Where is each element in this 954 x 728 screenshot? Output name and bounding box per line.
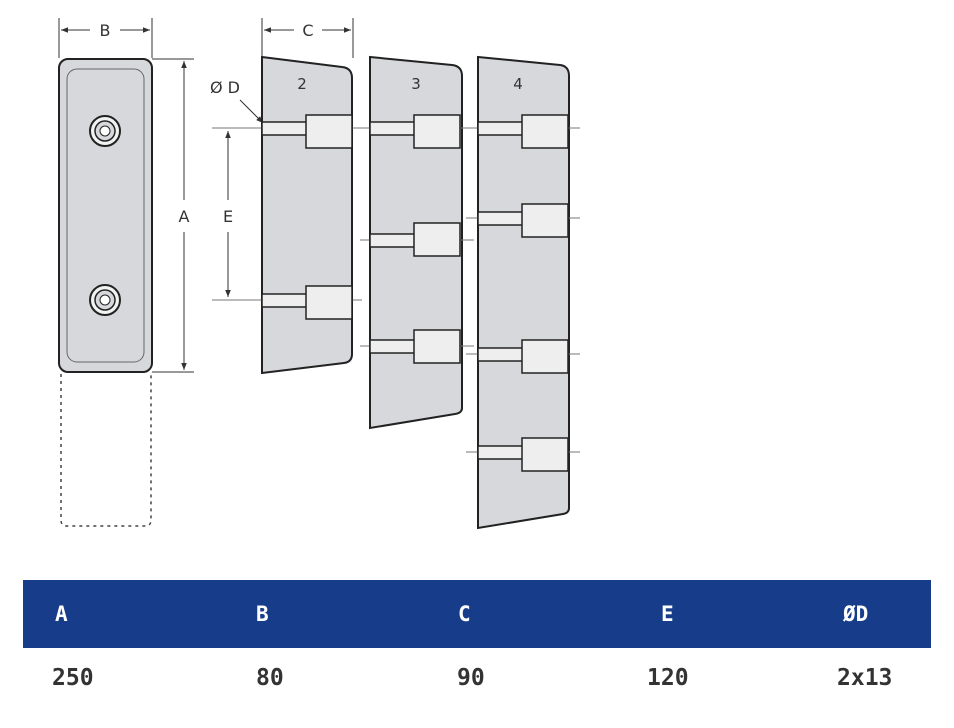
profile-3-label: 3: [411, 75, 421, 93]
header-a: A: [55, 602, 68, 626]
dimension-d-label: Ø D: [210, 78, 240, 97]
dimension-table-values: 250 80 90 120 2x13: [23, 648, 931, 708]
front-view: [58, 58, 153, 527]
profile-2-label: 2: [297, 75, 307, 93]
value-e: 120: [647, 665, 689, 691]
value-od: 2x13: [837, 665, 893, 691]
header-b: B: [256, 602, 269, 626]
dimension-d: Ø D: [210, 78, 264, 124]
dimension-e: E: [212, 127, 265, 301]
side-profile-3: 3: [360, 55, 474, 430]
header-c: C: [458, 602, 471, 626]
dimension-a-label: A: [179, 207, 190, 226]
value-c: 90: [457, 665, 485, 691]
dimension-e-label: E: [223, 207, 233, 226]
dimension-a: A: [152, 58, 194, 373]
header-e: E: [661, 602, 674, 626]
dimension-c: C: [261, 18, 354, 58]
side-profile-4: 4: [466, 55, 580, 530]
dimension-table-header: A B C E ØD: [23, 580, 931, 648]
dimension-b-label: B: [100, 21, 111, 40]
technical-drawing: B A C E Ø D 2: [58, 18, 580, 530]
dimension-b: B: [58, 18, 153, 58]
header-od: ØD: [843, 602, 869, 626]
side-profile-2: 2: [212, 55, 362, 375]
value-a: 250: [52, 665, 94, 691]
bolt-hole-bottom: [89, 284, 121, 316]
dimension-c-label: C: [302, 21, 313, 40]
extension-dotted-outline: [60, 374, 152, 527]
profile-4-label: 4: [513, 75, 523, 93]
bolt-hole-top: [89, 115, 121, 147]
value-b: 80: [256, 665, 284, 691]
